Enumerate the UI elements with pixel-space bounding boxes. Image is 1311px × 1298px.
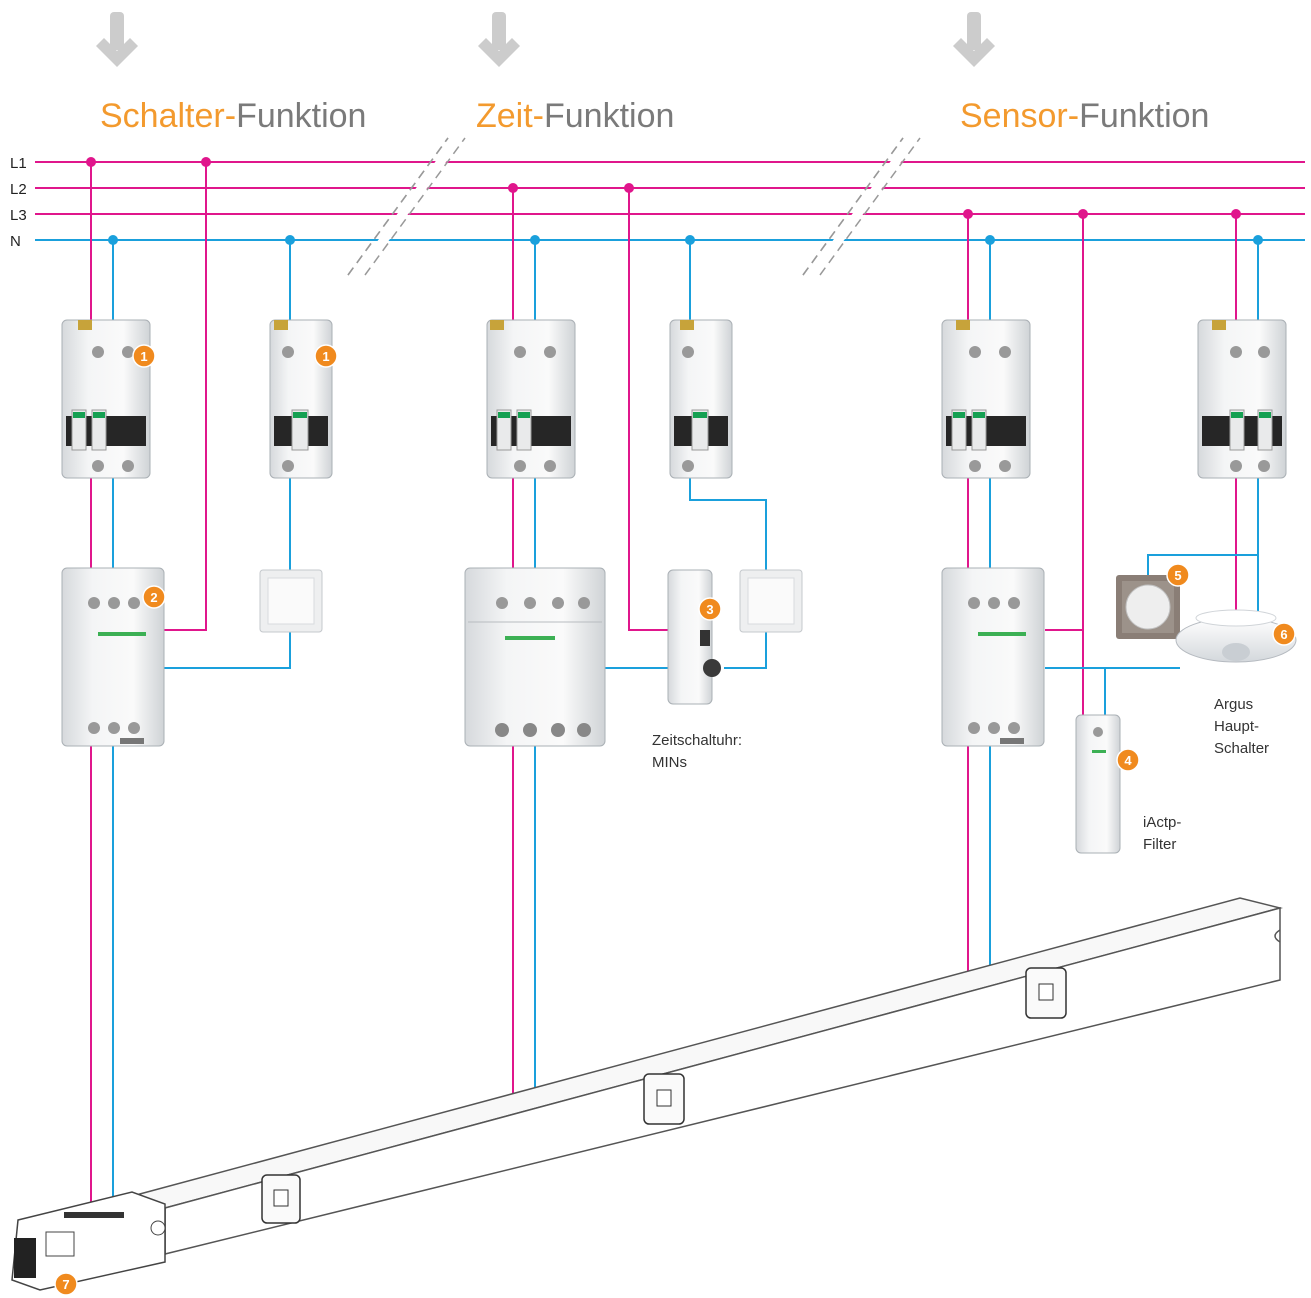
down-arrow-icon [478,12,520,67]
badge: 4 [1116,748,1140,772]
svg-text:3: 3 [706,602,713,617]
timer-module-icon [667,569,721,705]
junction-dots [86,157,1263,245]
circuit-breaker-icon [941,319,1031,479]
heading-sensor: Sensor-Funktion [960,97,1209,135]
filter-module-icon [1075,714,1121,854]
badge: 2 [142,585,166,609]
badge: 1 [132,344,156,368]
circuit-breaker-icon [61,319,151,479]
circuit-breaker-icon [1197,319,1287,479]
badge: 5 [1166,563,1190,587]
svg-text:1: 1 [322,349,329,364]
dimmer-switch-icon [1116,575,1180,639]
down-arrow-icon [953,12,995,67]
bus-label-l1: L1 [10,155,27,172]
svg-text:2: 2 [150,590,157,605]
tap-off-outlet-icon [261,1174,301,1224]
svg-text:4: 4 [1124,753,1132,768]
contactor-icon [464,567,606,747]
badge: 3 [698,597,722,621]
circuit-breaker-icon [486,319,576,479]
badge: 6 [1272,622,1296,646]
caption-timer: Zeitschaltuhr: MINs [652,732,746,771]
tap-off-outlet-icon [643,1073,685,1125]
tap-off-outlet-icon [1025,967,1067,1019]
busbar-trunking-icon [11,897,1283,1291]
circuit-breaker-icon [669,319,733,479]
bus-lines [35,161,1305,241]
motion-sensor-icon [1175,609,1297,663]
svg-text:6: 6 [1280,627,1287,642]
push-button-icon [259,569,323,633]
caption-argus: Argus Haupt- Schalter [1214,696,1269,757]
svg-text:5: 5 [1174,568,1181,583]
contactor-icon [61,567,165,747]
badge: 1 [314,344,338,368]
svg-text:7: 7 [62,1277,69,1292]
heading-zeit: Zeit-Funktion [476,97,674,135]
bus-break-gaps [352,136,920,276]
bus-label-l3: L3 [10,207,27,224]
svg-text:1: 1 [140,349,147,364]
push-button-icon [739,569,803,633]
bus-label-l2: L2 [10,181,27,198]
down-arrow-icon [96,12,138,67]
bus-label-n: N [10,233,21,250]
caption-filter: iActp- Filter [1143,814,1186,853]
bus-break-marks-front [347,137,921,276]
circuit-breaker-icon [269,319,333,479]
badge: 7 [54,1272,78,1296]
contactor-icon [941,567,1045,747]
heading-schalter: Schalter-Funktion [100,97,366,135]
